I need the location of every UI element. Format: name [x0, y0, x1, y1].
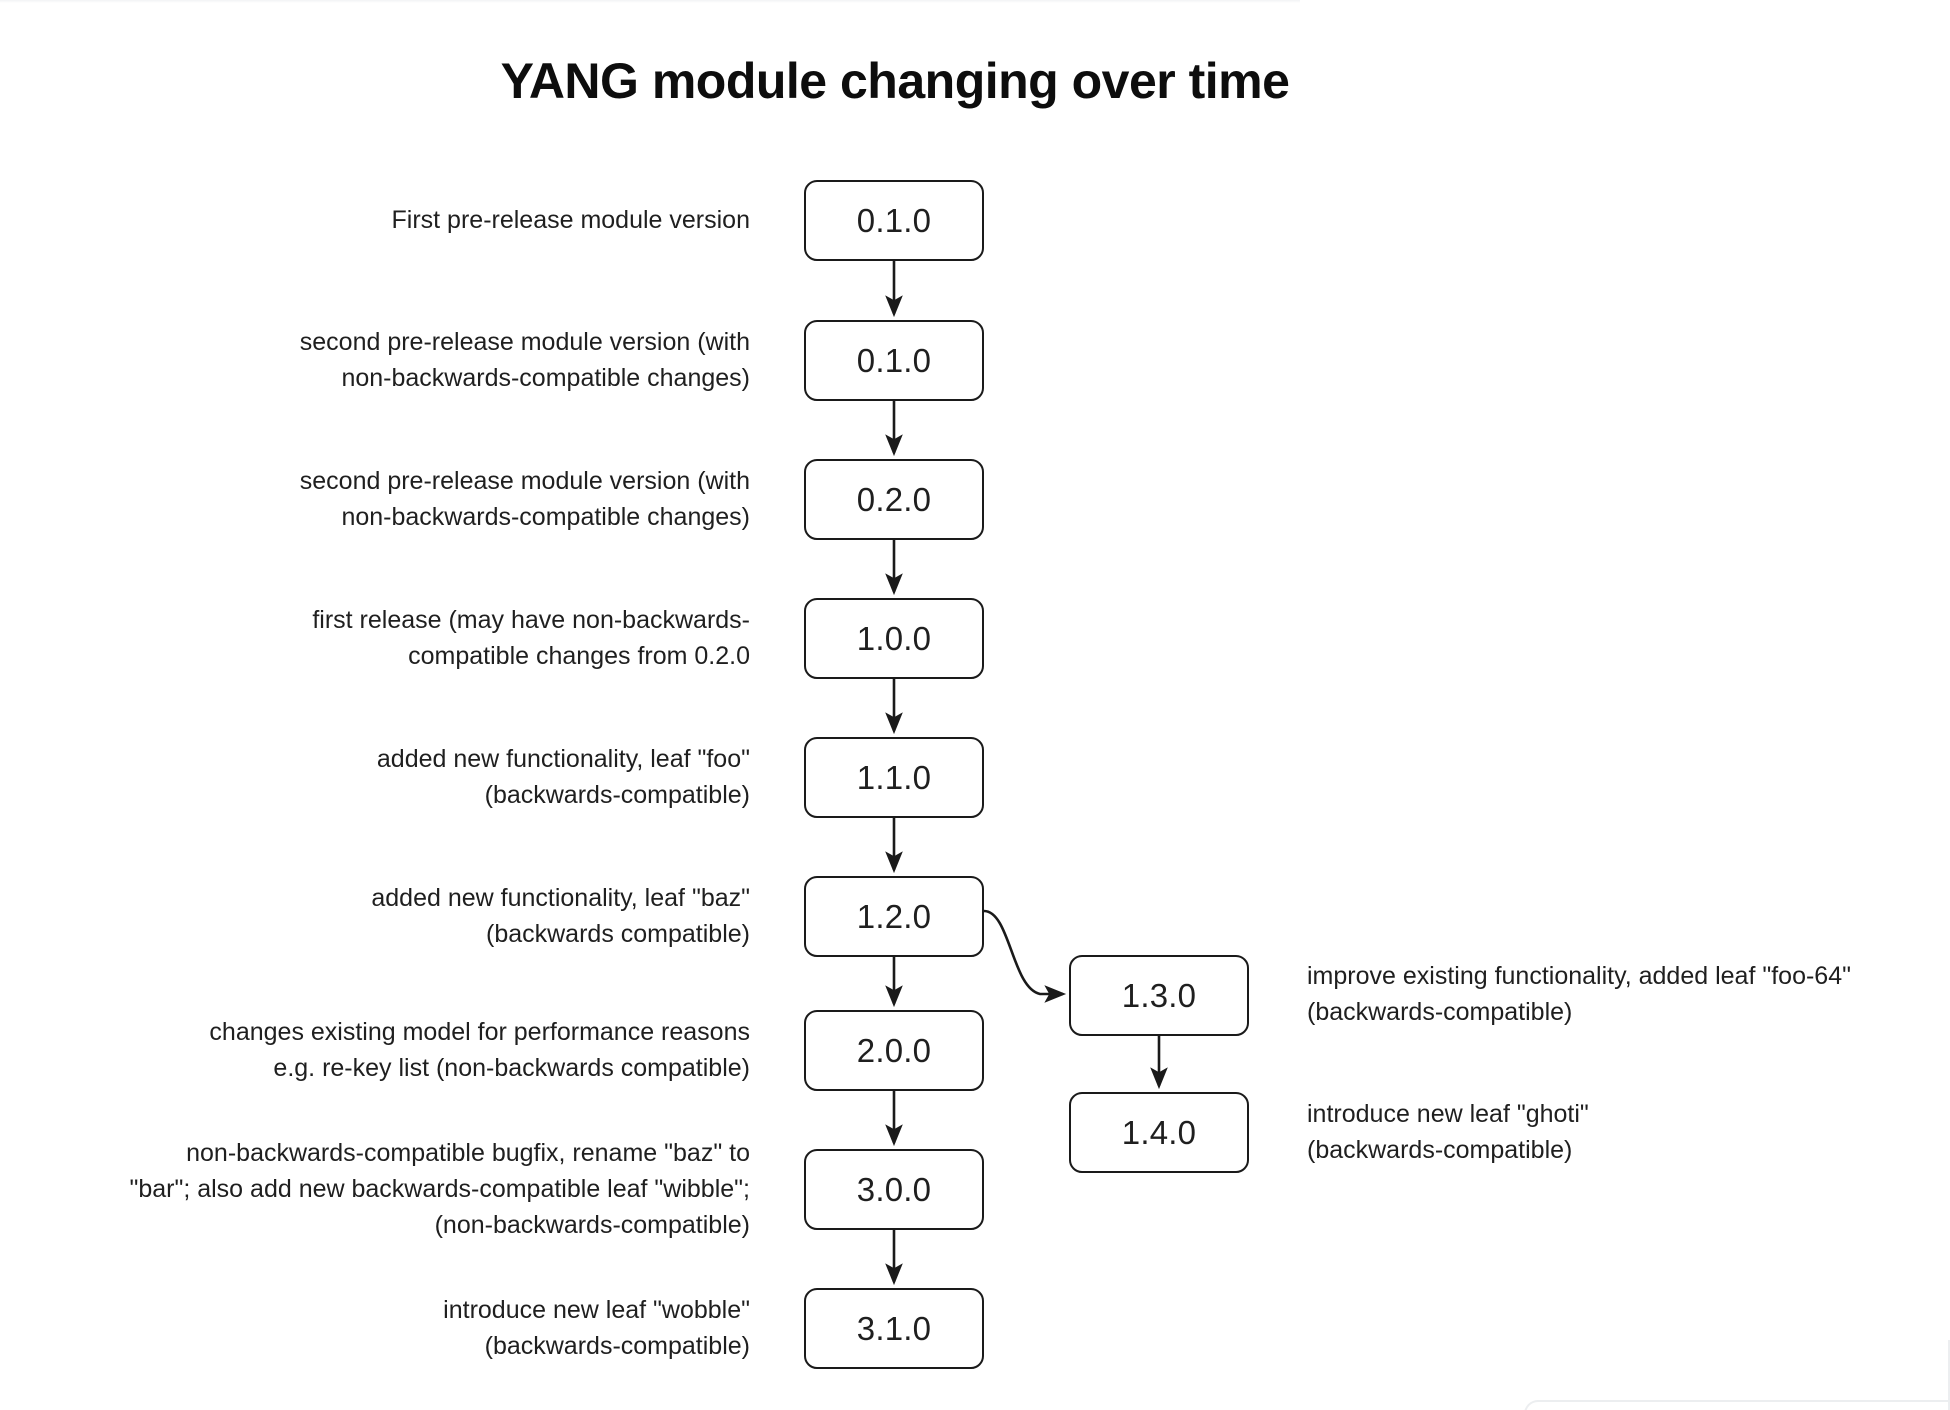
- node-version-box[interactable]: 2.0.0: [804, 1010, 984, 1091]
- annotation-for-1-0-0: first release (may have non-backwards- c…: [312, 606, 750, 670]
- node-version-box[interactable]: 1.1.0: [804, 737, 984, 818]
- annotation-for-3-0-0: non-backwards-compatible bugfix, rename …: [129, 1139, 750, 1239]
- window-top-edge: [0, 0, 1300, 3]
- page-title: YANG module changing over time: [500, 53, 1290, 109]
- node-version-box[interactable]: 1.2.0: [804, 876, 984, 957]
- node-version-box[interactable]: 0.2.0: [804, 459, 984, 540]
- panel-corner-chrome: [1524, 1400, 1950, 1410]
- annotation-for-2-0-0: changes existing model for performance r…: [209, 1018, 750, 1082]
- annotation-for-3-1-0: introduce new leaf "wobble" (backwards-c…: [443, 1296, 750, 1360]
- node-version-box[interactable]: 3.0.0: [804, 1149, 984, 1230]
- annotation-for-1-4-0: introduce new leaf "ghoti" (backwards-co…: [1307, 1100, 1589, 1164]
- node-version-box[interactable]: 1.0.0: [804, 598, 984, 679]
- annotation-for-0-1-0-second: second pre-release module version (with …: [299, 328, 750, 392]
- node-version-box[interactable]: 0.1.0: [804, 180, 984, 261]
- annotation-for-0-1-0-first: First pre-release module version: [391, 206, 750, 234]
- node-version-box[interactable]: 1.4.0: [1069, 1092, 1249, 1173]
- annotation-for-1-3-0: improve existing functionality, added le…: [1307, 962, 1851, 1026]
- node-version-box[interactable]: 3.1.0: [804, 1288, 984, 1369]
- annotation-for-0-2-0: second pre-release module version (with …: [299, 467, 750, 531]
- annotation-for-1-1-0: added new functionality, leaf "foo" (bac…: [376, 745, 750, 809]
- edge-n6-b1-curved: [983, 909, 1067, 1003]
- annotation-for-1-2-0: added new functionality, leaf "baz" (bac…: [371, 884, 750, 948]
- node-version-box[interactable]: 1.3.0: [1069, 955, 1249, 1036]
- node-version-box[interactable]: 0.1.0: [804, 320, 984, 401]
